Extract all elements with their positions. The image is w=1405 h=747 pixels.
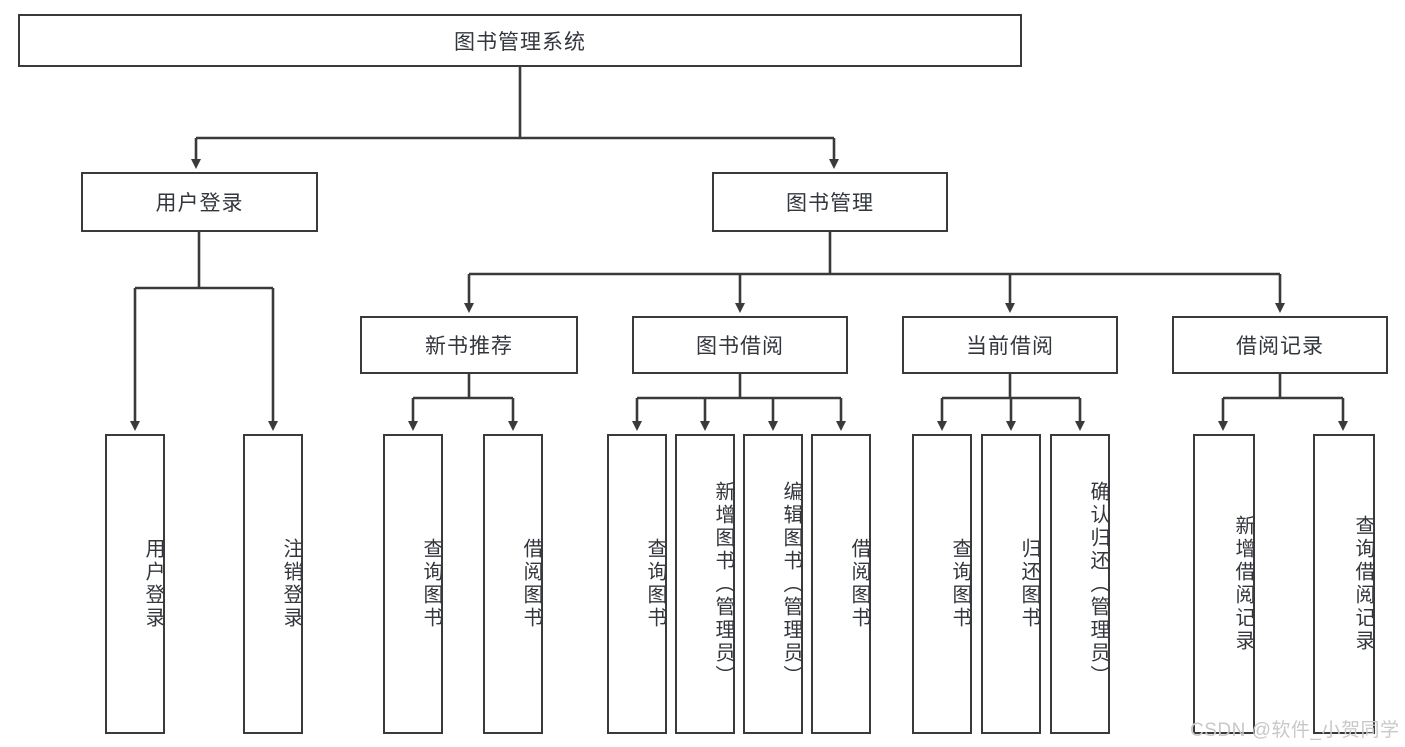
leaf-label: 新增借阅记录 [1232,515,1254,653]
leaf-label: 查询借阅记录 [1352,515,1374,653]
leaf-book-borrow-edit[interactable]: 编辑图书（管理员） [743,434,803,734]
leaf-borrow-record-query[interactable]: 查询借阅记录 [1313,434,1375,734]
leaf-label: 归还图书 [1018,538,1040,630]
leaf-label: 查询图书 [644,538,666,630]
leaf-user-login-login[interactable]: 用户登录 [105,434,165,734]
leaf-label: 查询图书 [949,538,971,630]
leaf-new-book-query[interactable]: 查询图书 [383,434,443,734]
node-new-book-recommend[interactable]: 新书推荐 [360,316,578,374]
node-current-borrow[interactable]: 当前借阅 [902,316,1118,374]
node-new-book-recommend-label: 新书推荐 [425,335,513,358]
node-book-borrow-label: 图书借阅 [696,335,784,358]
leaf-book-borrow-query[interactable]: 查询图书 [607,434,667,734]
node-book-management-label: 图书管理 [786,192,874,215]
leaf-label: 借阅图书 [848,538,870,630]
node-book-borrow[interactable]: 图书借阅 [632,316,848,374]
leaf-user-login-logout[interactable]: 注销登录 [243,434,303,734]
leaf-book-borrow-borrow[interactable]: 借阅图书 [811,434,871,734]
leaf-borrow-record-add[interactable]: 新增借阅记录 [1193,434,1255,734]
node-user-login-label: 用户登录 [155,192,244,215]
leaf-current-borrow-confirm-return[interactable]: 确认归还（管理员） [1050,434,1110,734]
node-user-login[interactable]: 用户登录 [81,172,318,232]
node-book-management[interactable]: 图书管理 [712,172,948,232]
leaf-book-borrow-add[interactable]: 新增图书（管理员） [675,434,735,734]
leaf-current-borrow-return[interactable]: 归还图书 [981,434,1041,734]
node-current-borrow-label: 当前借阅 [966,335,1054,358]
leaf-current-borrow-query[interactable]: 查询图书 [912,434,972,734]
leaf-label: 借阅图书 [520,538,542,630]
node-root-label: 图书管理系统 [454,30,586,54]
node-root[interactable]: 图书管理系统 [18,14,1022,67]
leaf-label: 用户登录 [142,538,164,630]
leaf-label: 编辑图书（管理员） [780,480,802,688]
node-borrow-record[interactable]: 借阅记录 [1172,316,1388,374]
leaf-label: 注销登录 [280,538,302,630]
leaf-label: 新增图书（管理员） [712,480,734,688]
leaf-label: 查询图书 [420,538,442,630]
leaf-label: 确认归还（管理员） [1087,480,1109,688]
node-borrow-record-label: 借阅记录 [1236,335,1324,358]
leaf-new-book-borrow[interactable]: 借阅图书 [483,434,543,734]
